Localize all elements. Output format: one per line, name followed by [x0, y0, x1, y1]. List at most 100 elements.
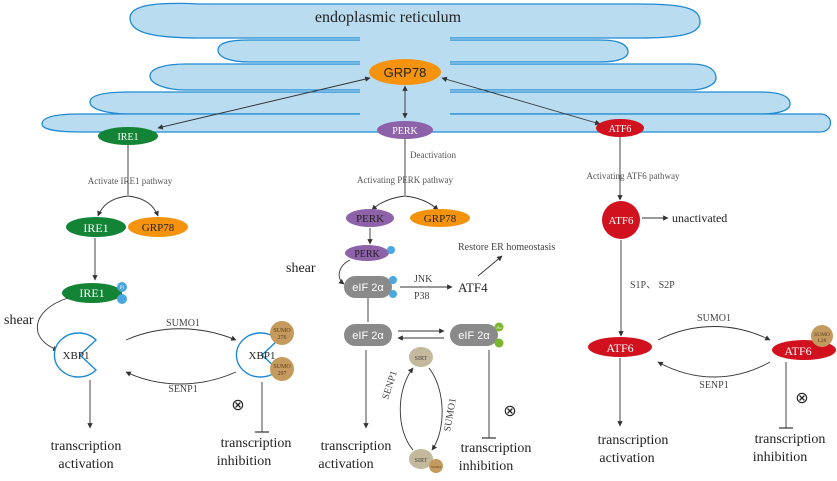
er-cisterna-1: [129, 2, 701, 39]
eif-acetyl-1: [494, 322, 504, 332]
ire1-activate-label: Activate IRE1 pathway: [88, 176, 173, 186]
eif-phospho-label: eIF 2α: [352, 282, 384, 294]
arrow-grp78-ire1: [157, 76, 371, 130]
atf6-receptor: [596, 119, 644, 137]
eif-left: [344, 324, 392, 346]
xbp1-sumo-bottom-1: SUMO: [273, 364, 291, 370]
perk-phospho: [345, 245, 389, 261]
ire1-act-label-2: activation: [58, 457, 113, 472]
xbp1-sumo-top-1: SUMO: [273, 328, 291, 334]
grp78-ire1: [128, 217, 188, 237]
sirt-top: [409, 347, 433, 367]
sirt-sumo-label: SUMO: [431, 465, 442, 469]
atf6-inh-label-1: transcription: [755, 432, 826, 447]
atf6-sumo-ball-2: L28: [818, 338, 827, 344]
xbp1-sumo-label: XBP1: [249, 350, 276, 362]
ire1-receptor: [98, 127, 158, 145]
ire1-act-label-1: transcription: [51, 439, 122, 454]
atf6-sumo-ball: [811, 325, 833, 347]
sirt-sumo: [429, 459, 443, 473]
ire1-split-left: [97, 195, 129, 217]
eif-acetyl-2: [494, 338, 504, 348]
atf6-sumo-ball-1: SUMO: [814, 332, 830, 338]
perk-act-label-1: transcription: [321, 439, 392, 454]
ire1-senp1-arrow: [125, 371, 237, 385]
eif-acetyl-text: Ac: [496, 325, 501, 330]
perk-restore: Restore ER homeostasis: [458, 242, 555, 253]
perk-receptor: [377, 121, 433, 139]
ire1-phosphate-2: [117, 294, 127, 304]
xbp1-sumo-top-2: 276: [278, 335, 287, 341]
atf6-act-label-2: activation: [599, 451, 654, 466]
atf6-sumo1-arrow: [657, 326, 771, 341]
ire1-active: [66, 217, 126, 237]
perk-act-label-2: activation: [318, 457, 373, 472]
atf6-act-label-1: transcription: [598, 433, 669, 448]
ire1-receptor-label: IRE1: [117, 132, 138, 143]
ire1-inh-label-2: inhibition: [217, 454, 271, 469]
perk-p38: P38: [414, 291, 430, 302]
perk-deactivation: Deactivation: [410, 150, 456, 160]
atf6-active: [588, 337, 652, 357]
perk-restore-arrow: [477, 255, 503, 277]
grp78-central-label: GRP78: [384, 65, 427, 80]
perk-activating: Activating PERK pathway: [357, 175, 453, 185]
grp78-ire1-label: GRP78: [142, 222, 175, 234]
xbp1-label: XBP1: [63, 350, 90, 362]
ire1-branch: IRE1 Activate IRE1 pathway IRE1 GRP78 IR…: [4, 127, 294, 472]
sirt-senp1-arrow: [399, 367, 414, 451]
sirt-bottom: [409, 449, 433, 469]
atf6-branch: ATF6 Activating ATF6 pathway ATF6 unacti…: [587, 119, 836, 466]
ire1-phospho: [62, 283, 122, 303]
perk-active: [346, 209, 394, 227]
perk-inh-label-2: inhibition: [459, 459, 513, 474]
perk-phosphate: [387, 246, 395, 254]
ire1-active-label: IRE1: [83, 221, 108, 235]
ire1-shear-label: shear: [4, 313, 34, 328]
sirt-sumo1-arrow: [428, 367, 443, 451]
atf6-circle-label: ATF6: [608, 215, 634, 227]
xbp1-sumo-shape: [235, 332, 280, 378]
sirt-top-label: SIRT: [415, 356, 428, 362]
ire1-phosphate-text: Pi: [120, 286, 125, 291]
perk-receptor-label: PERK: [392, 126, 418, 137]
atf6-active-label: ATF6: [606, 341, 633, 355]
xbp1-sumo-top: [270, 321, 294, 345]
eif-phospho: [344, 276, 392, 298]
grp78-perk: [410, 209, 470, 227]
eif-phosphate-1: [389, 276, 397, 284]
atf6-senp1-arrow: [657, 361, 771, 378]
sirt-bottom-label: SIRT: [415, 458, 428, 464]
perk-jnk: JNK: [414, 274, 433, 285]
ire1-phosphate-1: [117, 282, 127, 292]
eif-right: [450, 324, 498, 346]
xbp1-sumo-bottom: [270, 357, 294, 381]
perk-split-right: [404, 195, 439, 211]
arrow-grp78-atf6: [441, 76, 601, 126]
eif-right-label: eIF 2α: [458, 330, 490, 342]
ire1-inhibit-symbol: ⊗: [231, 397, 244, 414]
ire1-sumo1-arrow: [125, 328, 237, 341]
atf6-inhibit-symbol: ⊗: [795, 390, 808, 407]
perk-shear-arrow: [338, 259, 351, 285]
ire1-senp1-label: SENP1: [168, 384, 197, 395]
atf6-inh-label-2: inhibition: [753, 450, 807, 465]
ire1-sumo1-label: SUMO1: [166, 318, 200, 329]
perk-inh-label-1: transcription: [461, 441, 532, 456]
atf6-activating: Activating ATF6 pathway: [587, 171, 680, 181]
xbp1-sumo-bottom-2: 297: [278, 371, 287, 377]
ire1-shear-arrow: [36, 297, 69, 352]
perk-branch: PERK Deactivation Activating PERK pathwa…: [286, 121, 555, 474]
grp78-central: [369, 59, 441, 85]
er-label: endoplasmic reticulum: [315, 9, 462, 26]
sirt-senp1-label: SENP1: [380, 370, 400, 401]
grp78-perk-label: GRP78: [424, 213, 457, 225]
atf6-s1p: S1P、 S2P: [630, 280, 675, 291]
perk-shear-label: shear: [286, 261, 316, 276]
sirt-sumo1-label: SUMO1: [442, 397, 459, 432]
perk-atf4: ATF4: [458, 280, 488, 295]
ire1-split-right: [127, 195, 159, 217]
eif-left-label: eIF 2α: [352, 330, 384, 342]
ire1-inh-label-1: transcription: [221, 436, 292, 451]
